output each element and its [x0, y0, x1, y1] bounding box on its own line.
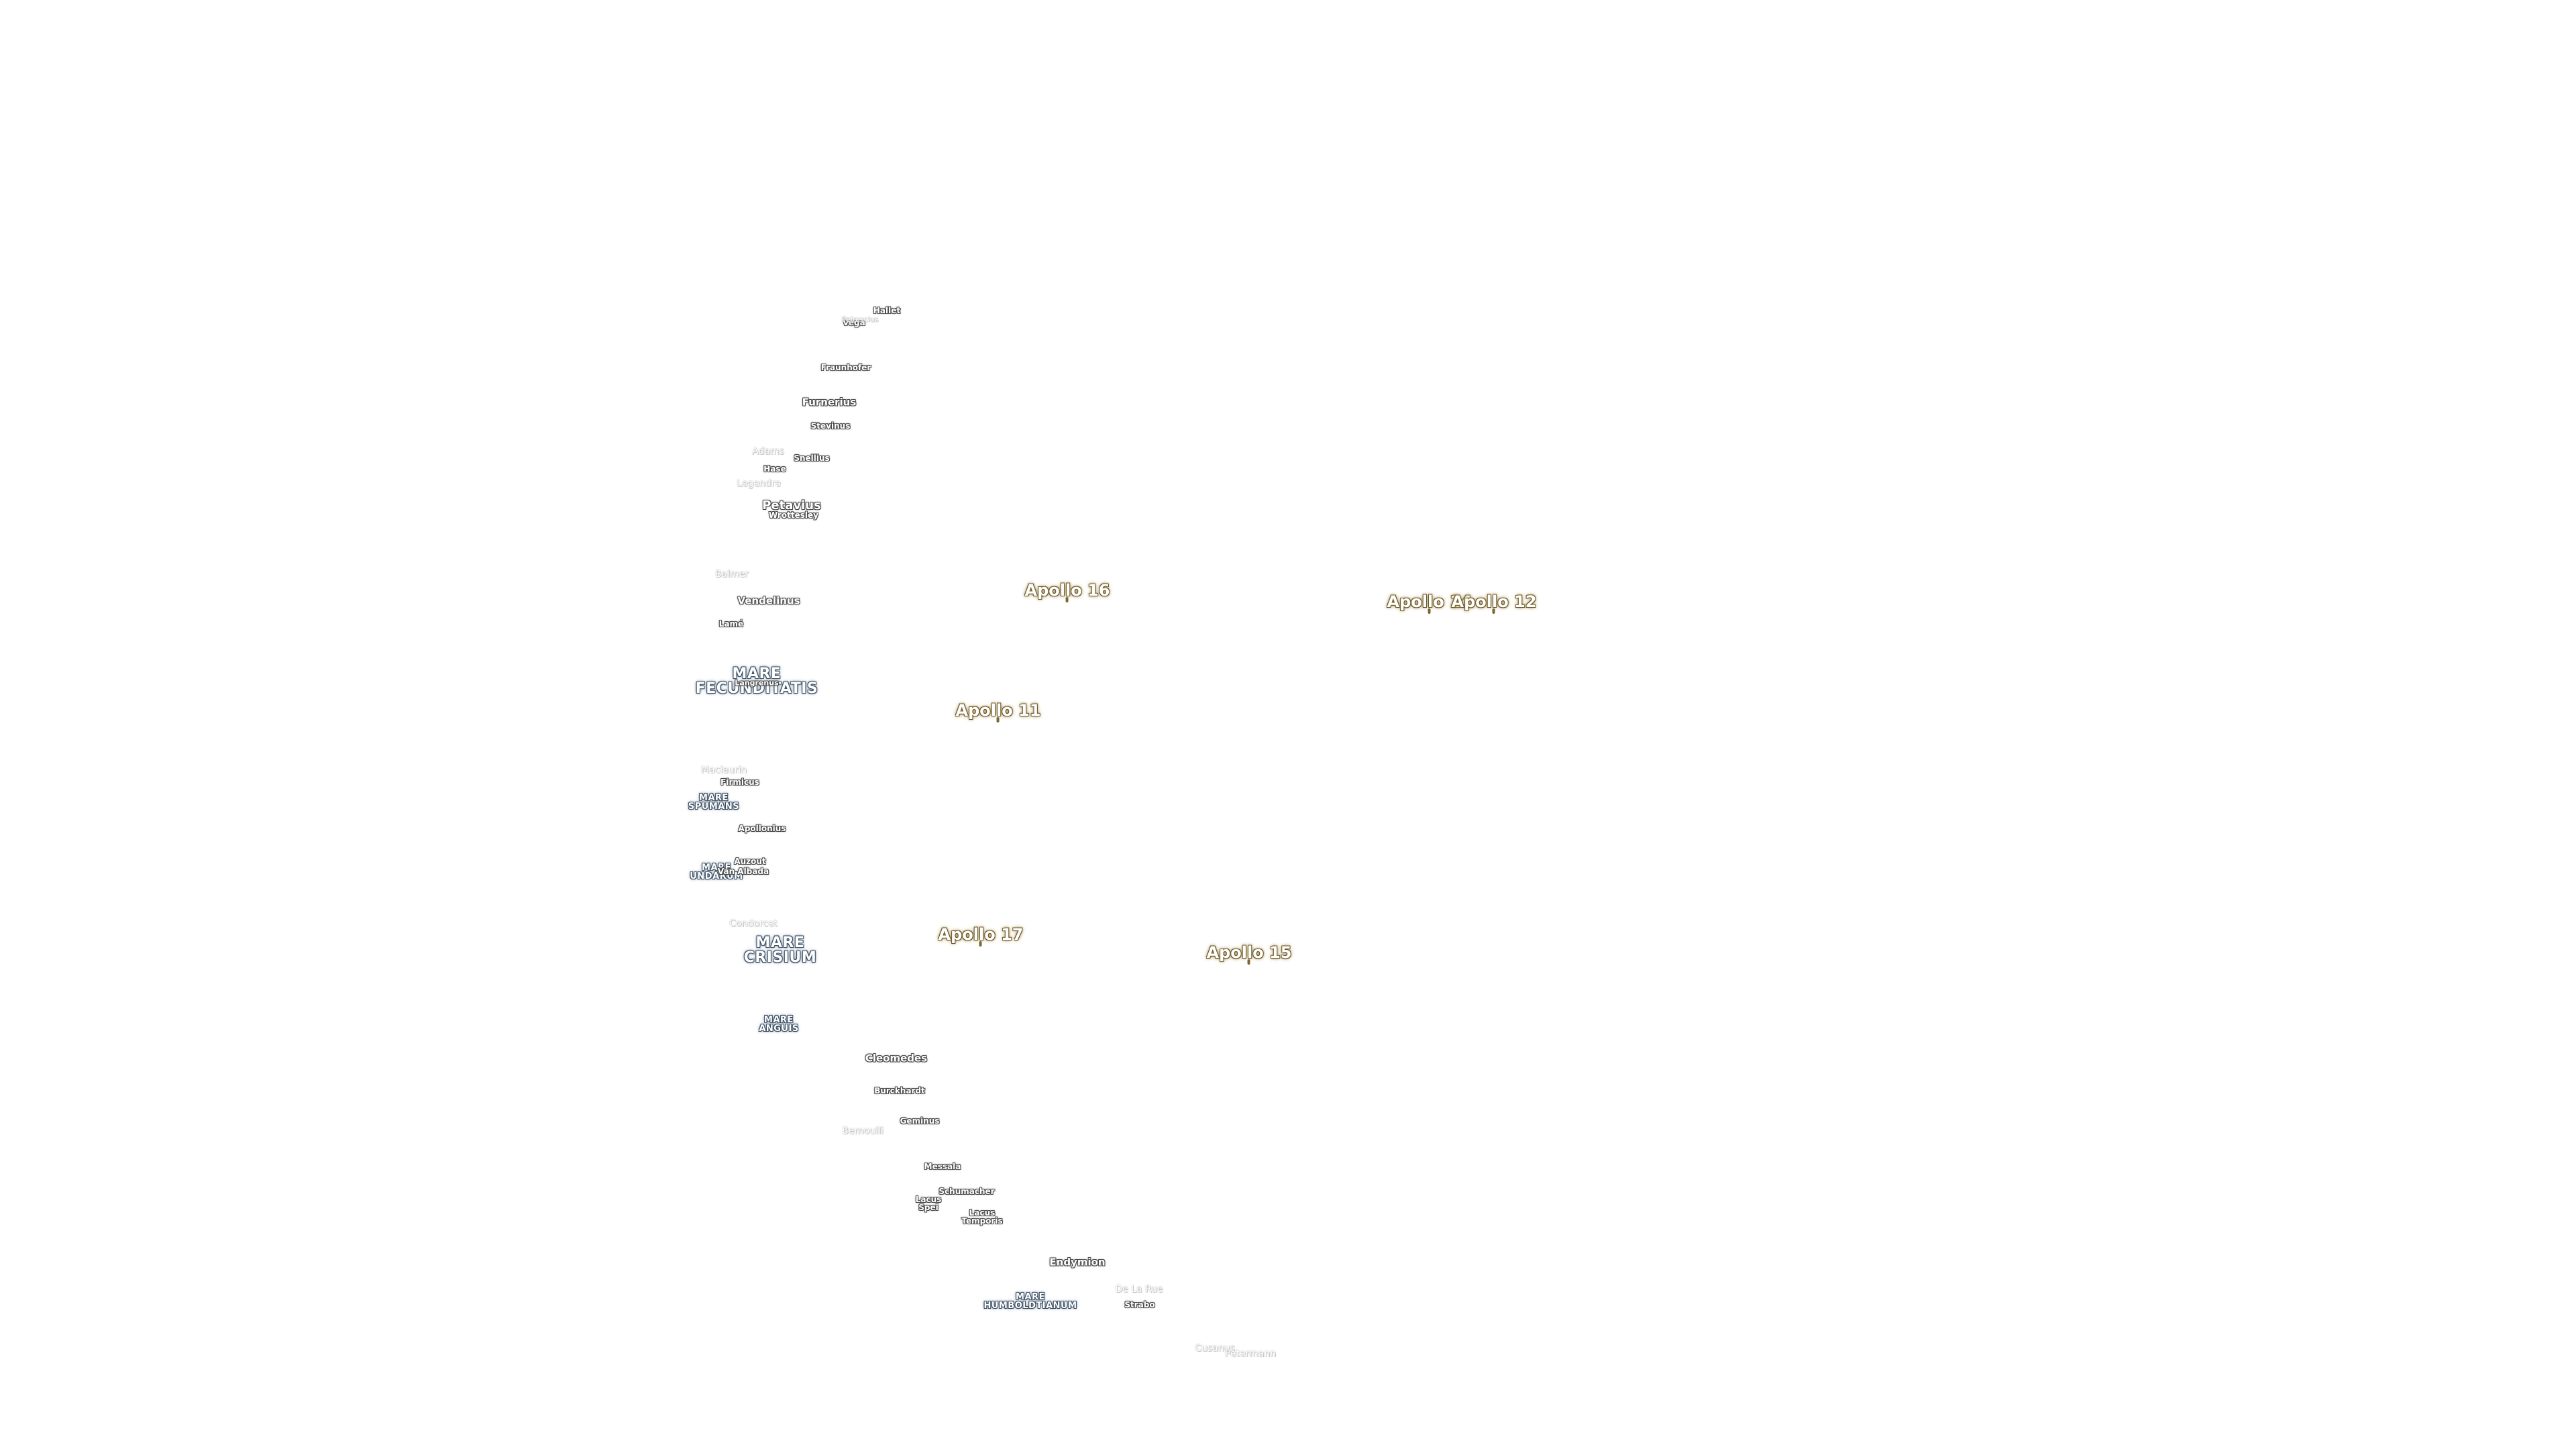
landing-pin-icon: [979, 941, 982, 947]
crater-label: Strabo: [1124, 1300, 1155, 1309]
crater-label: Vega: [843, 318, 865, 327]
crater-label: Apollonius: [738, 824, 786, 833]
crater-label: Endymion: [1049, 1256, 1106, 1269]
crater-label: Lacus Temporis: [961, 1208, 1003, 1226]
crater-label: Fraunhofer: [820, 363, 871, 372]
crater-label: Snellius: [794, 453, 830, 463]
crater-label: Burckhardt: [874, 1086, 925, 1095]
crater-label: Legendre: [737, 478, 781, 489]
crater-label: Cleomedes: [865, 1052, 928, 1065]
landing-pin-icon: [1066, 597, 1069, 602]
apollo-16-marker[interactable]: Apollo 16: [1025, 582, 1110, 602]
crater-label: Van Albada: [717, 867, 769, 876]
crater-label: Hallet: [873, 306, 901, 315]
crater-label: Vendelinus: [737, 594, 800, 607]
crater-label: Firmicus: [720, 777, 759, 787]
apollo-14-marker[interactable]: Apollo 14: [1387, 594, 1472, 614]
apollo-17-marker[interactable]: Apollo 17: [938, 926, 1023, 947]
crater-label: Lamé: [718, 619, 744, 629]
crater-label: Petermann: [1224, 1348, 1277, 1359]
apollo-12-marker[interactable]: Apollo 12: [1452, 594, 1536, 614]
crater-label: Furnerius: [802, 396, 857, 409]
crater-label: De La Rue: [1115, 1284, 1163, 1295]
landing-pin-icon: [1248, 959, 1250, 965]
landing-pin-icon: [1493, 608, 1495, 614]
crater-label: Wrottesley: [768, 511, 819, 520]
crater-label: Petavius: [762, 498, 821, 513]
crater-label: Adams: [752, 446, 784, 457]
crater-label: Cusanus: [1195, 1343, 1235, 1354]
crater-label: Maclaurin: [700, 765, 747, 775]
crater-label: Peirescius: [841, 315, 879, 324]
crater-label: Bernoulli: [842, 1126, 883, 1136]
crater-label: Geminus: [900, 1116, 940, 1126]
crater-label: Schumacher: [938, 1187, 995, 1196]
crater-label: Balmer: [714, 569, 749, 580]
crater-label: Stevinus: [810, 421, 851, 431]
landing-pin-icon: [1428, 608, 1431, 614]
crater-label: Condorcet: [729, 918, 777, 929]
crater-label: Langrenus: [735, 678, 779, 688]
crater-label: Messala: [924, 1162, 961, 1171]
apollo-15-marker[interactable]: Apollo 15: [1207, 945, 1291, 965]
crater-label: Auzout: [734, 857, 766, 866]
landing-pin-icon: [997, 717, 1000, 722]
crater-label: Lacus Spei: [915, 1195, 942, 1212]
apollo-11-marker[interactable]: Apollo 11: [956, 702, 1040, 722]
crater-label: Hase: [763, 464, 786, 474]
